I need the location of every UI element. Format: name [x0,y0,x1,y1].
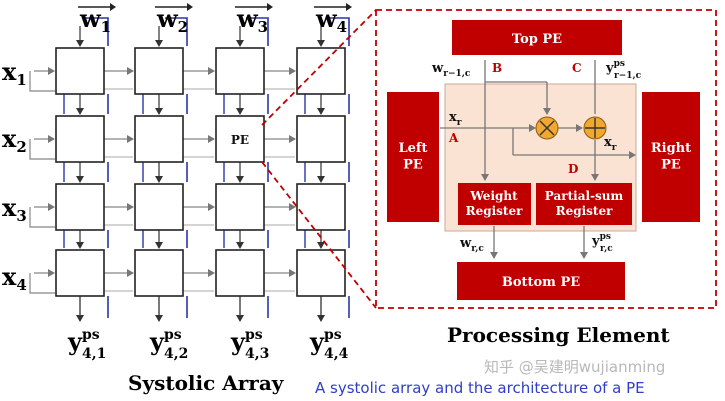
pe-wires [440,60,636,259]
zoom-line-top [261,9,377,126]
weight-label-4: w4 [315,4,347,36]
bottom-pe-box [457,262,625,300]
partial-sum-register-box [536,183,632,225]
weight-label-1: w1 [79,4,111,36]
pe-box-r1-c2 [134,47,184,95]
pe-label: PE [231,133,249,147]
pe-box-r4-c2 [134,249,184,297]
figure-caption: A systolic array and the architecture of… [315,379,645,397]
pe-box-r2-c1 [55,115,105,163]
pe-box-r2-c3 [215,115,265,163]
watermark: 知乎 @吴建明wujianming [484,358,665,376]
input-label-4: x4 [2,262,27,294]
point-label-d: D [568,162,578,176]
x-out-label: xr [604,135,617,153]
pe-box-r3-c1 [55,183,105,231]
top-pe-box [452,20,622,55]
pe-box-r1-c3 [215,47,265,95]
pe-detail-frame [375,9,717,309]
pe-box-r2-c4 [296,115,346,163]
input-labels: x1 x2 x3 x4 [2,57,27,294]
pe-box-r3-c3 [215,183,265,231]
input-label-3: x3 [2,193,27,225]
pe-box-r3-c4 [296,183,346,231]
input-label-1: x1 [2,57,27,89]
pe-box-r4-c3 [215,249,265,297]
left-pe-box [387,92,439,222]
systolic-array: PE [29,17,350,322]
x-in-label: xr [449,110,462,128]
w-out-label: wr,c [459,236,484,254]
pe-box-r3-c2 [134,183,184,231]
systolic-array-caption: Systolic Array [128,371,285,395]
bottom-pe-label: Bottom PE [502,275,580,290]
point-label-b: B [492,61,502,75]
weight-vector-arrows [78,3,352,11]
zoom-line-bottom [261,161,377,309]
adder-icon [583,116,607,140]
processing-element-caption: Processing Element [447,323,670,347]
top-pe-label: Top PE [512,32,562,47]
pe-box-r1-c4 [296,47,346,95]
input-label-2: x2 [2,124,27,156]
multiplier-icon [535,116,559,140]
pe-box-r4-c4 [296,249,346,297]
weight-label-3: w3 [236,4,268,36]
weight-register-box [458,183,531,225]
weight-label-2: w2 [156,4,188,36]
pe-box-r1-c1 [55,47,105,95]
point-label-c: C [572,61,582,75]
pe-box-r2-c2 [134,115,184,163]
right-pe-box [642,92,700,222]
weight-labels: w1 w2 w3 w4 [79,4,347,36]
w-in-label: wr−1,c [431,61,471,79]
pe-box-r4-c1 [55,249,105,297]
point-label-a: A [448,131,459,145]
